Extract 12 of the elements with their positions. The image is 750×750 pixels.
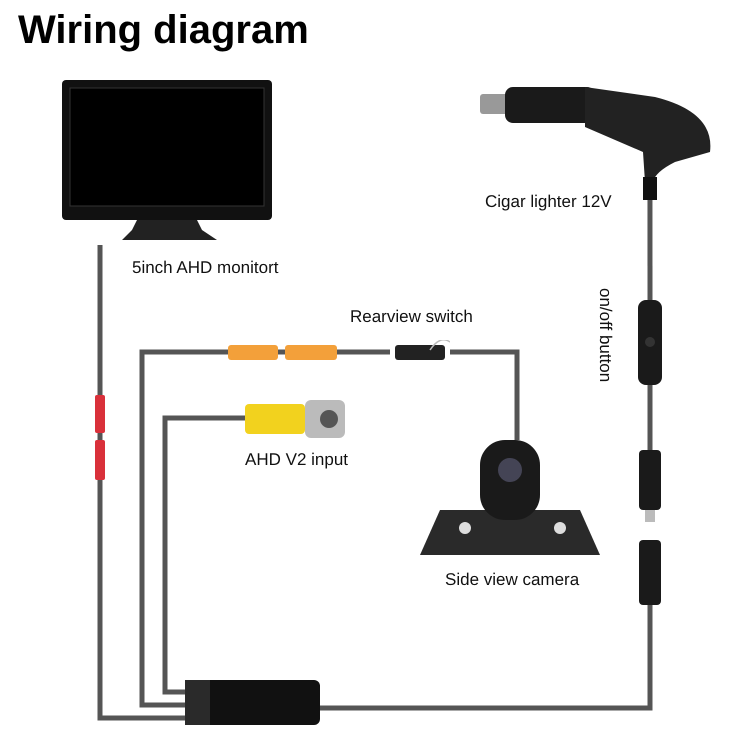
cable (320, 605, 652, 710)
part-label: Cigar lighter 12V (485, 192, 612, 212)
diagram-title: Wiring diagram (18, 8, 309, 53)
part-label: on/off button (595, 288, 615, 382)
cable (647, 200, 652, 300)
part-label: 5inch AHD monitort (132, 258, 278, 278)
part-label: AHD V2 input (245, 450, 348, 470)
cable (648, 385, 652, 450)
cable (162, 416, 245, 695)
cable (450, 350, 520, 440)
part-label: Side view camera (445, 570, 580, 590)
part-label: Rearview switch (350, 307, 473, 327)
